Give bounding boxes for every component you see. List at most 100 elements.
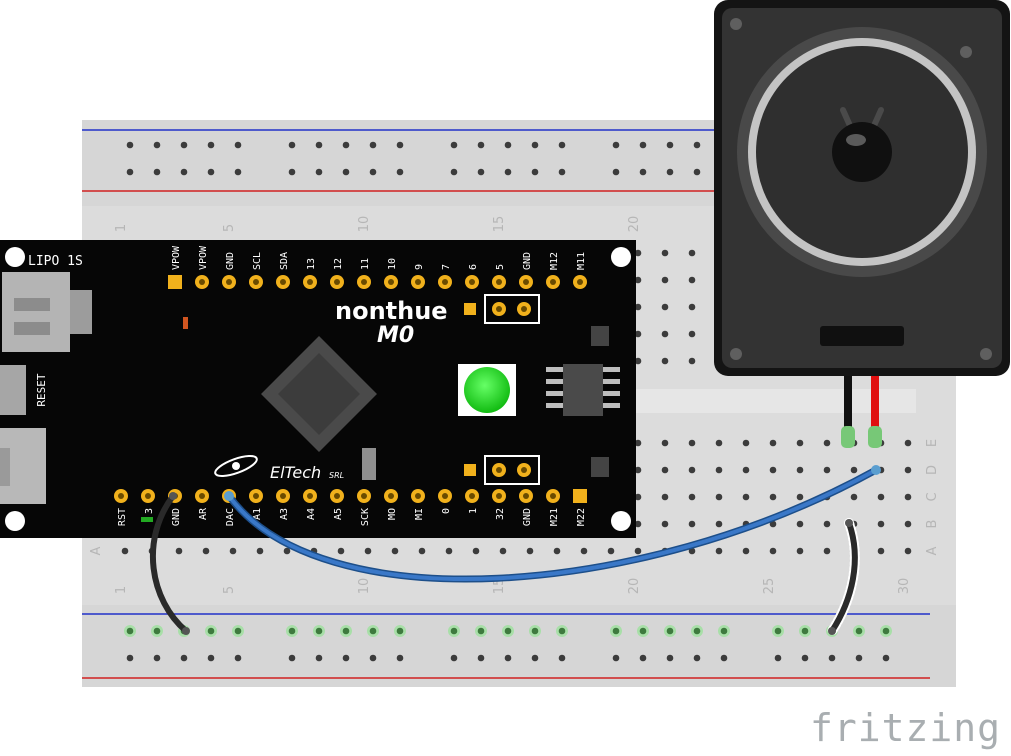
breadboard-hole xyxy=(553,547,561,555)
mount-hole-bl xyxy=(5,511,25,531)
col-num-bottom-30: 30 xyxy=(897,578,912,595)
wire-gnd-to-rail xyxy=(150,493,189,634)
breadboard-hole xyxy=(688,357,696,365)
battery-label: LIPO 1S xyxy=(28,254,83,269)
breadboard-hole xyxy=(796,547,804,555)
breadboard-hole xyxy=(207,141,215,149)
breadboard-hole xyxy=(396,168,404,176)
breadboard-hole xyxy=(769,439,777,447)
speaker xyxy=(714,0,1010,448)
breadboard-hole xyxy=(904,466,912,474)
breadboard-hole xyxy=(823,547,831,555)
breadboard-hole xyxy=(207,168,215,176)
breadboard-hole xyxy=(639,168,647,176)
breadboard-hole xyxy=(558,168,566,176)
breadboard-hole xyxy=(153,627,161,635)
breadboard-hole xyxy=(693,654,701,662)
pin-label: 9 xyxy=(414,264,425,270)
breadboard-hole xyxy=(769,493,777,501)
breadboard-hole xyxy=(180,654,188,662)
pin-label: AR xyxy=(198,507,209,520)
reset-button[interactable] xyxy=(0,365,26,415)
maker-suffix: SRL xyxy=(329,471,344,480)
pin-pad[interactable] xyxy=(168,275,182,289)
breadboard-hole xyxy=(661,357,669,365)
breadboard-hole xyxy=(769,547,777,555)
breadboard-hole xyxy=(450,627,458,635)
col-num-bottom-25: 25 xyxy=(762,578,777,595)
breadboard-hole xyxy=(126,627,134,635)
pin-label: M11 xyxy=(576,252,587,270)
breadboard-hole xyxy=(180,168,188,176)
jumper-bottom[interactable] xyxy=(464,455,540,485)
pin-label: 5 xyxy=(495,264,506,270)
pin-label: A5 xyxy=(333,508,344,520)
col-num-top-10: 10 xyxy=(357,216,372,233)
row-letter-e: E xyxy=(925,439,940,447)
breadboard-hole xyxy=(207,627,215,635)
breadboard-hole xyxy=(396,141,404,149)
breadboard-hole xyxy=(661,439,669,447)
pin-label: 11 xyxy=(360,258,371,270)
breadboard-hole xyxy=(315,168,323,176)
breadboard-hole xyxy=(558,654,566,662)
pin-label: M12 xyxy=(549,252,560,270)
breadboard-hole xyxy=(369,627,377,635)
breadboard-hole xyxy=(882,627,890,635)
breadboard-hole xyxy=(229,547,237,555)
breadboard-hole xyxy=(315,654,323,662)
breadboard-hole xyxy=(472,547,480,555)
breadboard-hole xyxy=(234,141,242,149)
pin-label: GND xyxy=(522,252,533,270)
breadboard-hole xyxy=(720,627,728,635)
wires xyxy=(150,465,881,636)
breadboard-hole xyxy=(531,141,539,149)
breadboard-hole xyxy=(634,249,642,257)
breadboard-hole xyxy=(634,439,642,447)
eltech-icon xyxy=(214,455,258,477)
breadboard-hole xyxy=(153,654,161,662)
breadboard-hole xyxy=(612,141,620,149)
breadboard-hole xyxy=(153,168,161,176)
breadboard-hole xyxy=(688,330,696,338)
speaker-leads xyxy=(841,372,882,448)
breadboard-hole xyxy=(369,168,377,176)
breadboard-hole xyxy=(688,276,696,284)
brand-block: nonthue M0 xyxy=(335,297,448,348)
breadboard-hole xyxy=(477,654,485,662)
breadboard-hole xyxy=(742,466,750,474)
breadboard-hole xyxy=(882,654,890,662)
pin-label: MO xyxy=(387,508,398,520)
breadboard-hole xyxy=(855,654,863,662)
pin-label: DAC xyxy=(225,508,236,526)
breadboard-hole xyxy=(661,330,669,338)
battery-connector xyxy=(2,272,92,352)
pin-label: MI xyxy=(414,508,425,520)
breadboard-hole xyxy=(639,627,647,635)
reset-label: RESET xyxy=(35,373,48,406)
eltech-logo: ElTech SRL xyxy=(214,455,344,482)
row-letter-b: B xyxy=(925,520,940,529)
breadboard-hole xyxy=(612,654,620,662)
pin-label: M22 xyxy=(576,508,587,526)
pin-pad[interactable] xyxy=(573,489,587,503)
breadboard-hole xyxy=(445,547,453,555)
breadboard-hole xyxy=(418,547,426,555)
breadboard-hole xyxy=(634,466,642,474)
pin-label: 10 xyxy=(387,258,398,270)
breadboard-hole xyxy=(607,547,615,555)
pin-label: SCL xyxy=(252,252,263,270)
breadboard-hole xyxy=(904,520,912,528)
breadboard-hole xyxy=(688,249,696,257)
breadboard-hole xyxy=(634,357,642,365)
breadboard-hole xyxy=(796,439,804,447)
breadboard-hole xyxy=(715,520,723,528)
jumper-top[interactable] xyxy=(464,294,540,324)
smd-resistor-orange xyxy=(183,317,188,329)
wire-speaker-gnd-to-rail xyxy=(829,520,858,634)
breadboard-hole xyxy=(774,627,782,635)
breadboard-hole xyxy=(499,547,507,555)
brand-model: M0 xyxy=(377,323,414,348)
pin-label: GND xyxy=(171,508,182,526)
